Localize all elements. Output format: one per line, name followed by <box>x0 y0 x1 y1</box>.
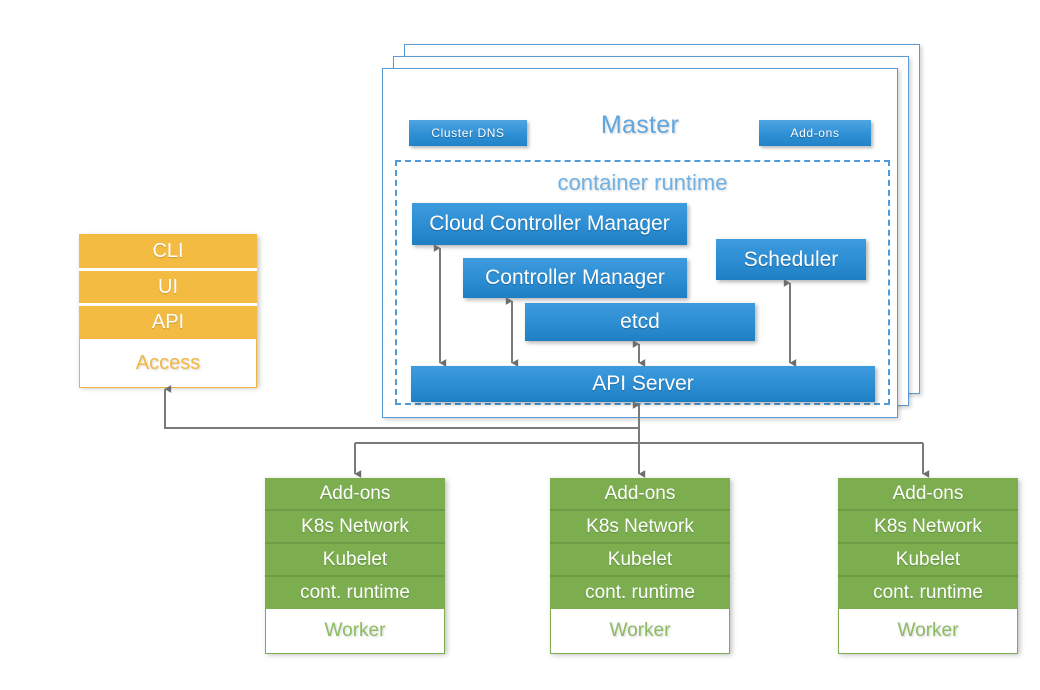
worker-3-bar-add-ons[interactable]: Add-ons <box>838 478 1018 509</box>
worker-1-sep-1 <box>265 509 445 511</box>
worker-1-bar-kubelet[interactable]: Kubelet <box>265 544 445 575</box>
component-scheduler[interactable]: Scheduler <box>716 239 866 280</box>
worker-1-bar-k8s-network[interactable]: K8s Network <box>265 511 445 542</box>
worker-1-bar-cont-runtime[interactable]: cont. runtime <box>265 577 445 608</box>
access-bar-cli[interactable]: CLI <box>79 234 257 268</box>
pill-cluster-dns[interactable]: Cluster DNS <box>409 120 527 146</box>
access-divider-1 <box>79 268 257 271</box>
worker-2-bar-k8s-network[interactable]: K8s Network <box>550 511 730 542</box>
container-runtime-panel: container runtime <box>395 160 890 405</box>
worker-3-sep-1 <box>838 509 1018 511</box>
worker-node-2: Add-ons K8s Network Kubelet cont. runtim… <box>550 478 730 654</box>
component-controller-manager[interactable]: Controller Manager <box>463 258 687 298</box>
worker-node-1: Add-ons K8s Network Kubelet cont. runtim… <box>265 478 445 654</box>
access-bar-ui[interactable]: UI <box>79 271 257 303</box>
worker-1-sep-2 <box>265 542 445 544</box>
worker-2-sep-1 <box>550 509 730 511</box>
worker-1-sep-3 <box>265 575 445 577</box>
worker-1-bar-add-ons[interactable]: Add-ons <box>265 478 445 509</box>
component-cloud-controller-manager[interactable]: Cloud Controller Manager <box>412 203 687 245</box>
component-etcd[interactable]: etcd <box>525 303 755 341</box>
worker-3-bar-cont-runtime[interactable]: cont. runtime <box>838 577 1018 608</box>
worker-node-3: Add-ons K8s Network Kubelet cont. runtim… <box>838 478 1018 654</box>
master-title: Master <box>600 111 680 139</box>
worker-2-bar-kubelet[interactable]: Kubelet <box>550 544 730 575</box>
worker-3-sep-2 <box>838 542 1018 544</box>
worker-3-bar-k8s-network[interactable]: K8s Network <box>838 511 1018 542</box>
component-api-server[interactable]: API Server <box>411 366 875 402</box>
worker-3-bar-kubelet[interactable]: Kubelet <box>838 544 1018 575</box>
container-runtime-title: container runtime <box>557 170 728 195</box>
worker-2-bar-add-ons[interactable]: Add-ons <box>550 478 730 509</box>
access-footer: Access <box>79 338 257 388</box>
worker-3-footer: Worker <box>838 608 1018 654</box>
access-bar-api[interactable]: API <box>79 306 257 338</box>
pill-add-ons[interactable]: Add-ons <box>759 120 871 146</box>
worker-3-sep-3 <box>838 575 1018 577</box>
access-divider-2 <box>79 303 257 306</box>
worker-2-bar-cont-runtime[interactable]: cont. runtime <box>550 577 730 608</box>
worker-1-footer: Worker <box>265 608 445 654</box>
access-stack: CLI UI API Access <box>79 234 257 388</box>
worker-2-sep-3 <box>550 575 730 577</box>
worker-2-footer: Worker <box>550 608 730 654</box>
worker-2-sep-2 <box>550 542 730 544</box>
